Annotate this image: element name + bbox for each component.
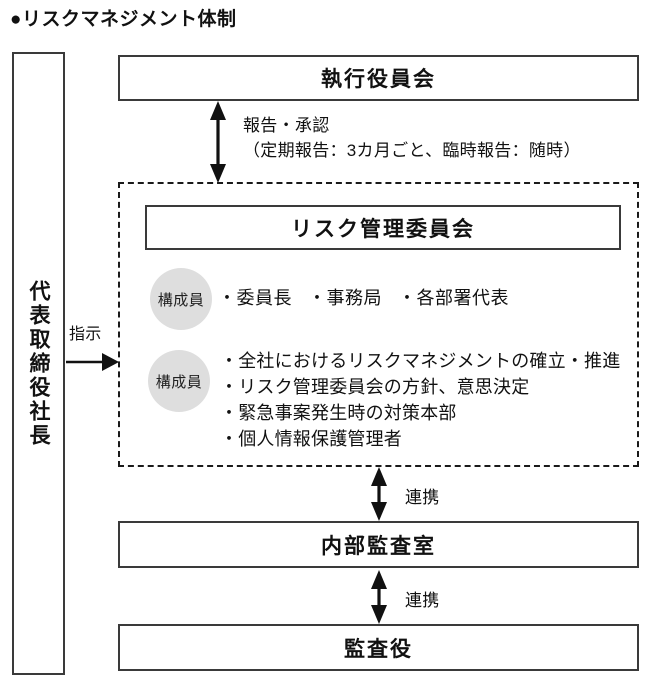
page-title: ●リスクマネジメント体制 — [10, 9, 237, 30]
report-approval-arrow — [210, 101, 226, 183]
members-circle-badge: 構成員 — [148, 350, 210, 412]
internal-audit-office-label: 内部監査室 — [321, 534, 436, 558]
auditor-label: 監査役 — [344, 637, 413, 661]
list-item: ・各部署代表 — [398, 288, 509, 308]
risk-management-committee-box: リスク管理委員会 — [145, 205, 621, 250]
list-item: ・個人情報保護管理者 — [220, 429, 402, 449]
internal-audit-office-box: 内部監査室 — [118, 521, 639, 568]
liaison-label-1: 連携 — [405, 488, 440, 507]
report-approval-label: 報告・承認 （定期報告：3カ月ごと、臨時報告：随時） — [243, 113, 581, 163]
list-item: ・委員長 — [218, 288, 292, 308]
executive-officers-box: 執行役員会 — [118, 55, 639, 101]
report-approval-line-2: （定期報告：3カ月ごと、臨時報告：随時） — [243, 141, 581, 160]
list-item: ・事務局 — [308, 288, 382, 308]
president-label: 代表取締役社長 — [27, 279, 50, 448]
members-list-inline: ・委員長・事務局・各部署代表 — [212, 285, 525, 311]
instruction-arrow — [66, 353, 119, 371]
auditor-box: 監査役 — [118, 624, 639, 671]
executive-officers-label: 執行役員会 — [321, 68, 436, 91]
members-row-composition: 構成員 ・委員長・事務局・各部署代表 — [150, 268, 525, 330]
liaison-label-2: 連携 — [405, 591, 440, 610]
list-item: ・緊急事案発生時の対策本部 — [220, 403, 457, 423]
members-list-stacked: ・全社におけるリスクマネジメントの確立・推進 ・リスク管理委員会の方針、意思決定… — [210, 348, 620, 452]
members-row-responsibilities: 構成員 ・全社におけるリスクマネジメントの確立・推進 ・リスク管理委員会の方針、… — [148, 350, 620, 452]
list-item: ・リスク管理委員会の方針、意思決定 — [220, 377, 530, 397]
risk-management-committee-label: リスク管理委員会 — [291, 217, 475, 241]
report-approval-line-1: 報告・承認 — [243, 116, 330, 135]
liaison-arrow-2 — [371, 570, 387, 624]
instruction-label: 指示 — [69, 326, 102, 343]
members-circle-badge: 構成員 — [150, 268, 212, 330]
liaison-arrow-1 — [371, 467, 387, 521]
president-box: 代表取締役社長 — [12, 52, 65, 675]
list-item: ・全社におけるリスクマネジメントの確立・推進 — [220, 351, 621, 371]
